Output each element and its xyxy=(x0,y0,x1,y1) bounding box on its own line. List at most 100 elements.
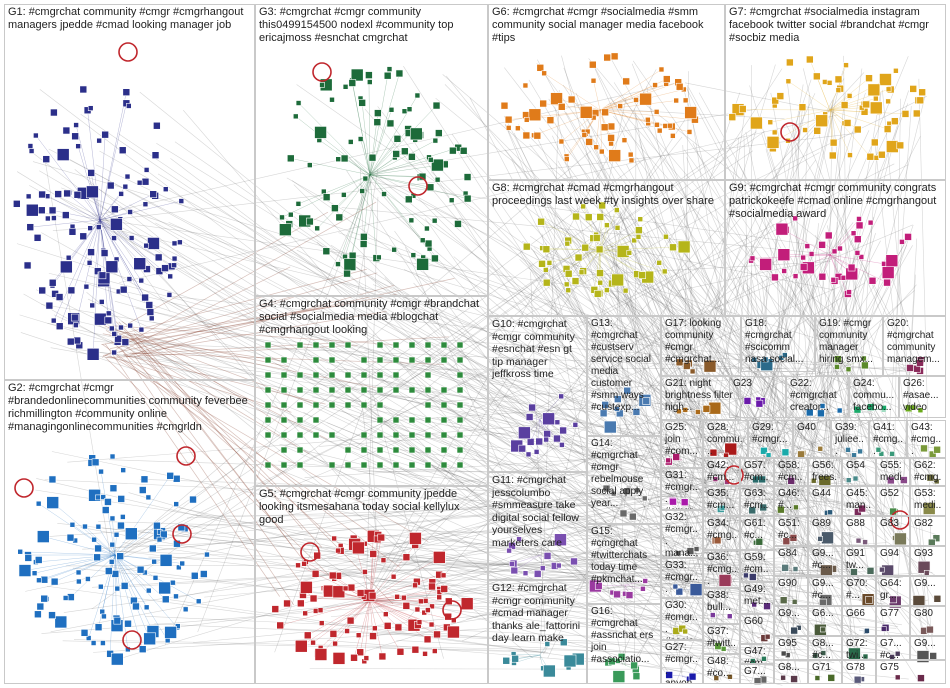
group-label: G91 tw... xyxy=(846,548,873,572)
group-label: G40 xyxy=(797,422,828,434)
group-box-g94: G94 xyxy=(876,546,910,576)
group-label: G27: #cmgr... anyon... xyxy=(665,642,700,684)
group-label: G89 xyxy=(812,518,839,530)
group-box-g7y: G7... xyxy=(740,664,774,684)
group-label: G53: medi... xyxy=(914,488,943,516)
group-label: G88 xyxy=(846,518,873,530)
group-box-g63: G63: #cm... xyxy=(740,486,774,516)
group-label: G9... xyxy=(778,608,805,620)
group-box-g30: G30: #cmgr... #socia... xyxy=(661,598,703,640)
group-label: G38: bull... xyxy=(707,590,737,614)
group-label: G11: #cmgrchat jesscolumbo #smmeasure ta… xyxy=(492,474,584,549)
group-box-g84: G84 xyxy=(774,546,808,576)
group-label: G44 xyxy=(812,488,839,500)
group-box-g56: G56: frees... xyxy=(808,458,842,486)
group-label: G82 xyxy=(914,518,943,530)
group-box-g71: G71 xyxy=(808,660,842,684)
group-label: G1: #cmgrchat community #cmgr #cmgrhango… xyxy=(8,6,252,32)
group-box-g70: G70: #... xyxy=(842,576,876,606)
group-label: G16: #cmgrchat #assnchat ers join #assoc… xyxy=(591,606,658,666)
group-box-g83: G83 xyxy=(876,516,910,546)
group-label: G90 xyxy=(778,578,805,590)
group-label: G8: #cmgrchat #cmad #cmgrhangout proceed… xyxy=(492,182,722,208)
group-label: G75 xyxy=(880,662,943,674)
group-box-g34: G34: #cmg... xyxy=(703,516,740,550)
group-label: G39: juliee... xyxy=(835,422,866,458)
group-box-g93: G93 xyxy=(910,546,946,576)
group-label: G12: #cmgrchat #cmgr community #cmad man… xyxy=(492,582,584,645)
group-label: G13: #cmgrchat #custserv service social … xyxy=(591,318,658,414)
group-label: G63: #cm... xyxy=(744,488,771,516)
group-label: G32: #cmgr... mana... xyxy=(665,512,700,558)
group-box-g13: G13: #cmgrchat #custserv service social … xyxy=(587,316,661,436)
group-label: G84 xyxy=(778,548,805,560)
group-box-g9: G9: #cmgrchat #cmgr community congrats p… xyxy=(725,180,946,316)
group-label: G3: #cmgrchat #cmgr community this049915… xyxy=(259,6,485,45)
group-label: G34: #cmg... xyxy=(707,518,737,550)
group-box-g23: G23 xyxy=(729,376,786,418)
group-box-g49: G49: met... xyxy=(740,582,774,614)
group-label: G71 xyxy=(812,662,839,674)
group-box-g52: G52 xyxy=(876,486,910,516)
group-label: G47: #cm... xyxy=(744,646,771,664)
group-box-g80: G80 xyxy=(910,606,946,636)
group-label: G7... #c... xyxy=(880,638,907,660)
group-box-g11: G11: #cmgrchat jesscolumbo #smmeasure ta… xyxy=(488,472,587,580)
group-box-g6: G6: #cmgrchat #cmgr #socialmedia #smm co… xyxy=(488,4,725,180)
group-label: G64: gr... xyxy=(880,578,907,602)
group-box-g8: G8: #cmgrchat #cmad #cmgrhangout proceed… xyxy=(488,180,725,316)
group-box-g40: G40 xyxy=(793,420,831,458)
group-label: G25: join #com... xyxy=(665,422,700,458)
group-box-g1: G1: #cmgrchat community #cmgr #cmgrhango… xyxy=(4,4,255,380)
group-label: G80 xyxy=(914,608,943,620)
group-label: G8... #c... xyxy=(812,638,839,660)
group-label: G95 xyxy=(778,638,805,650)
group-box-g10: G10: #cmgrchat #cmgr community #esnchat … xyxy=(488,316,587,472)
group-box-g60: G60 xyxy=(740,614,774,644)
group-box-g4: G4: #cmgrchat community #cmgr #brandchat… xyxy=(255,296,488,486)
group-box-g26: G26: #asae... video xyxy=(899,376,946,418)
group-label: G6... xyxy=(812,608,839,620)
group-box-g57: G57: #cm... xyxy=(740,458,774,486)
group-label: G9... #c... xyxy=(812,578,839,602)
group-box-g7: G7: #cmgrchat #socialmedia instagram fac… xyxy=(725,4,946,180)
group-label: G22: #cmgrchat creator... xyxy=(790,378,846,414)
group-box-g77: G77 xyxy=(876,606,910,636)
group-label: G94 xyxy=(880,548,907,560)
group-box-g61: G61: #c... xyxy=(740,516,774,550)
group-label: G60 xyxy=(744,616,771,628)
group-label: G52 xyxy=(880,488,907,500)
group-box-g44: G44 xyxy=(808,486,842,516)
group-label: G46: #... xyxy=(778,488,805,512)
group-label: G7... xyxy=(744,666,771,678)
group-label: G5: #cmgrchat #cmgr community jpedde loo… xyxy=(259,488,485,527)
group-box-g9a: G9... #c... xyxy=(808,576,842,606)
group-label: G51: #c... xyxy=(778,518,805,542)
group-box-g3: G3: #cmgrchat #cmgr community this049915… xyxy=(255,4,488,296)
group-box-g37: G37: #twitt... xyxy=(703,624,740,654)
group-label: G23 xyxy=(733,378,783,390)
group-label: G57: #cm... xyxy=(744,460,771,486)
group-box-g72: G72: twi... xyxy=(842,636,876,660)
group-box-g59: G59: #cm... xyxy=(740,550,774,582)
group-label: G9... xyxy=(914,578,943,590)
group-box-g95: G95 xyxy=(774,636,808,660)
group-box-g42: G42: #cm... xyxy=(703,458,740,486)
group-label: G8... xyxy=(778,662,805,674)
group-label: G93 xyxy=(914,548,943,560)
group-box-g89: G89 xyxy=(808,516,842,546)
group-box-g28: G28: commu... xyxy=(703,420,748,458)
group-box-g46: G46: #... xyxy=(774,486,808,516)
group-box-g2: G2: #cmgrchat #cmgr #brandedonlinecommun… xyxy=(4,380,255,684)
group-label: G26: #asae... video xyxy=(903,378,943,414)
group-label: G62: #cmg... xyxy=(914,460,943,486)
group-label: G19: #cmgr community manager hiring smx.… xyxy=(819,318,880,366)
group-box-g32: G32: #cmgr... mana... xyxy=(661,510,703,558)
group-label: G9... xyxy=(914,638,943,650)
group-label: G35: #cm... xyxy=(707,488,737,512)
group-box-g9d: G9... xyxy=(910,636,946,660)
group-box-g9c: G9... xyxy=(910,576,946,606)
group-box-g12: G12: #cmgrchat #cmgr community #cmad man… xyxy=(488,580,587,684)
group-box-g35: G35: #cm... xyxy=(703,486,740,516)
group-label: G66 xyxy=(846,608,873,620)
